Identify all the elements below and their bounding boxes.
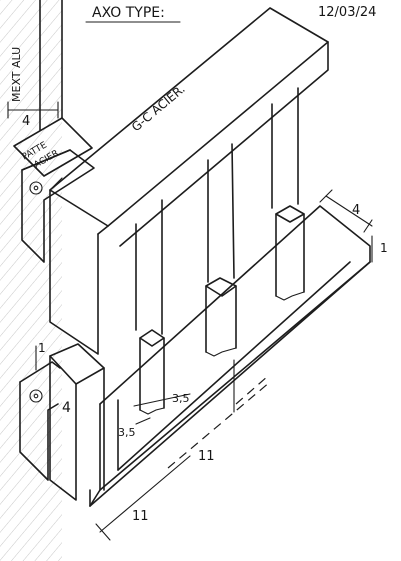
base-rail <box>89 205 371 507</box>
post-bases <box>139 205 305 415</box>
dim-bracket-width: 4 <box>22 114 30 129</box>
lower-bracket <box>19 361 61 481</box>
dim-rail-thickness: 1 <box>380 241 388 255</box>
dim-spacing: 11 <box>198 449 215 464</box>
posts-upper <box>135 87 299 335</box>
dim-post-a: 3,5 <box>118 426 136 439</box>
handrail-beam <box>49 7 329 355</box>
upper-bracket <box>13 117 95 263</box>
sketch-date: 12/03/24 <box>318 5 376 20</box>
dim-post-side: 4 <box>62 400 71 416</box>
dimension-lines <box>7 101 373 541</box>
handrail-label: G-C ACIER. <box>129 82 188 135</box>
dim-post-thickness: 1 <box>38 341 46 355</box>
post-section-lower <box>49 343 105 501</box>
sketch-title: AXO TYPE: <box>92 5 165 21</box>
wall-label: MEXT ALU <box>10 47 23 102</box>
dim-post-b: 3,5 <box>172 392 190 405</box>
dim-rail-width: 4 <box>352 203 360 218</box>
wall <box>0 0 63 561</box>
dim-end: 11 <box>132 509 149 524</box>
